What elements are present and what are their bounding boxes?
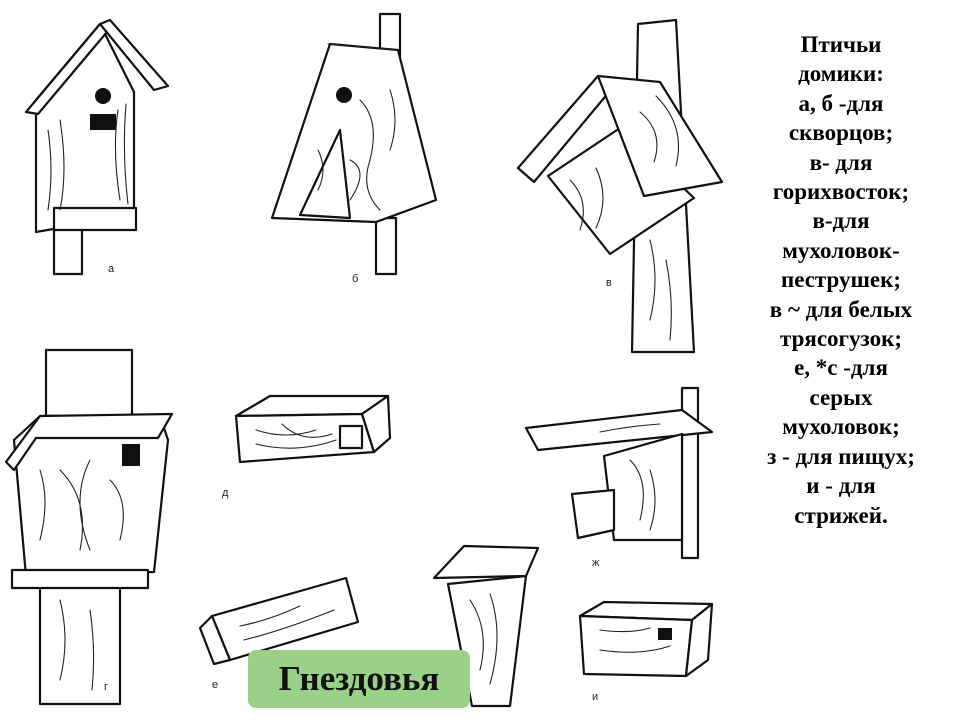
figure-label-a: а bbox=[108, 263, 115, 275]
caption-line: трясогузок; bbox=[780, 326, 902, 352]
caption-line: мухоловок- bbox=[782, 237, 900, 263]
low-wedge-nest-icon: е bbox=[198, 576, 360, 691]
figure-label-b: б bbox=[352, 273, 358, 285]
caption-line: в ~ для белых bbox=[769, 296, 913, 322]
caption-line: домики: bbox=[798, 61, 884, 87]
caption-line: в- для bbox=[809, 149, 873, 175]
large-box-birdhouse-icon: г bbox=[4, 348, 174, 706]
half-open-shelf-nest-icon: ж bbox=[524, 386, 714, 569]
caption-line: е, *с -для bbox=[794, 355, 888, 381]
caption-line: Птичьи bbox=[800, 32, 882, 57]
starling-birdhouse-icon: а bbox=[24, 18, 170, 276]
caption-line: в-для bbox=[812, 208, 870, 234]
figure-label-zh: ж bbox=[592, 557, 600, 569]
caption-line: серых bbox=[809, 384, 873, 410]
open-shelf-nest-icon: д bbox=[222, 394, 392, 499]
caption-line: скворцов; bbox=[788, 120, 894, 146]
figure-label-d: д bbox=[222, 487, 229, 499]
swift-box-nest-icon: и bbox=[578, 600, 714, 703]
caption-line: и - для bbox=[806, 473, 876, 499]
caption-line: мухоловок; bbox=[782, 414, 900, 440]
figure-label-v: в bbox=[606, 277, 612, 289]
caption-text: Птичьи домики: а, б -для скворцов; в- дл… bbox=[730, 30, 952, 530]
triangular-birdhouse-icon: б bbox=[270, 12, 438, 285]
tilted-box-birdhouse-icon: в bbox=[516, 18, 724, 354]
caption-line: стрижей. bbox=[794, 502, 888, 528]
figure-label-e: е bbox=[212, 679, 218, 691]
caption-line: пеструшек; bbox=[780, 267, 902, 293]
caption-line: з - для пищух; bbox=[767, 443, 915, 469]
title-badge: Гнездовья bbox=[248, 650, 470, 708]
figure-label-i: и bbox=[592, 691, 598, 703]
caption-line: а, б -для bbox=[798, 90, 884, 116]
figure-label-g: г bbox=[104, 681, 108, 693]
caption-line: горихвосток; bbox=[772, 179, 910, 205]
